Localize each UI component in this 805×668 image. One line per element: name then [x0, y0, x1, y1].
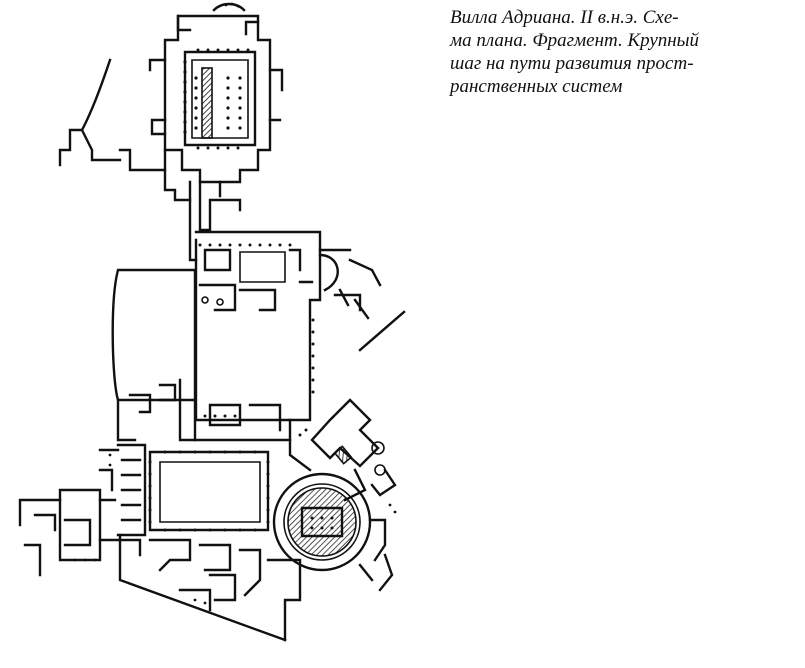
round-pavilion [272, 472, 394, 592]
west-walls [58, 58, 242, 262]
figure-caption: Вилла Адриана. II в.н.э. Схе- ма плана. … [450, 6, 800, 98]
caption-line-1: Вилла Адриана. II в.н.э. Схе- [450, 7, 679, 28]
south-colonnade [148, 450, 270, 532]
caption-line-4: ранственных систем [450, 76, 623, 97]
central-colonnade [198, 243, 315, 418]
central-courtyard-block [111, 230, 406, 442]
north-peristyle-complex [148, 2, 284, 184]
scattered-dots [73, 2, 397, 605]
north-pool [201, 67, 213, 139]
east-annex [288, 398, 397, 502]
caption-line-3: шаг на пути развития прост- [450, 53, 694, 74]
caption-line-2: ма плана. Фрагмент. Крупный [450, 30, 700, 51]
south-courtyard [18, 443, 302, 642]
north-colonnade [183, 48, 250, 150]
